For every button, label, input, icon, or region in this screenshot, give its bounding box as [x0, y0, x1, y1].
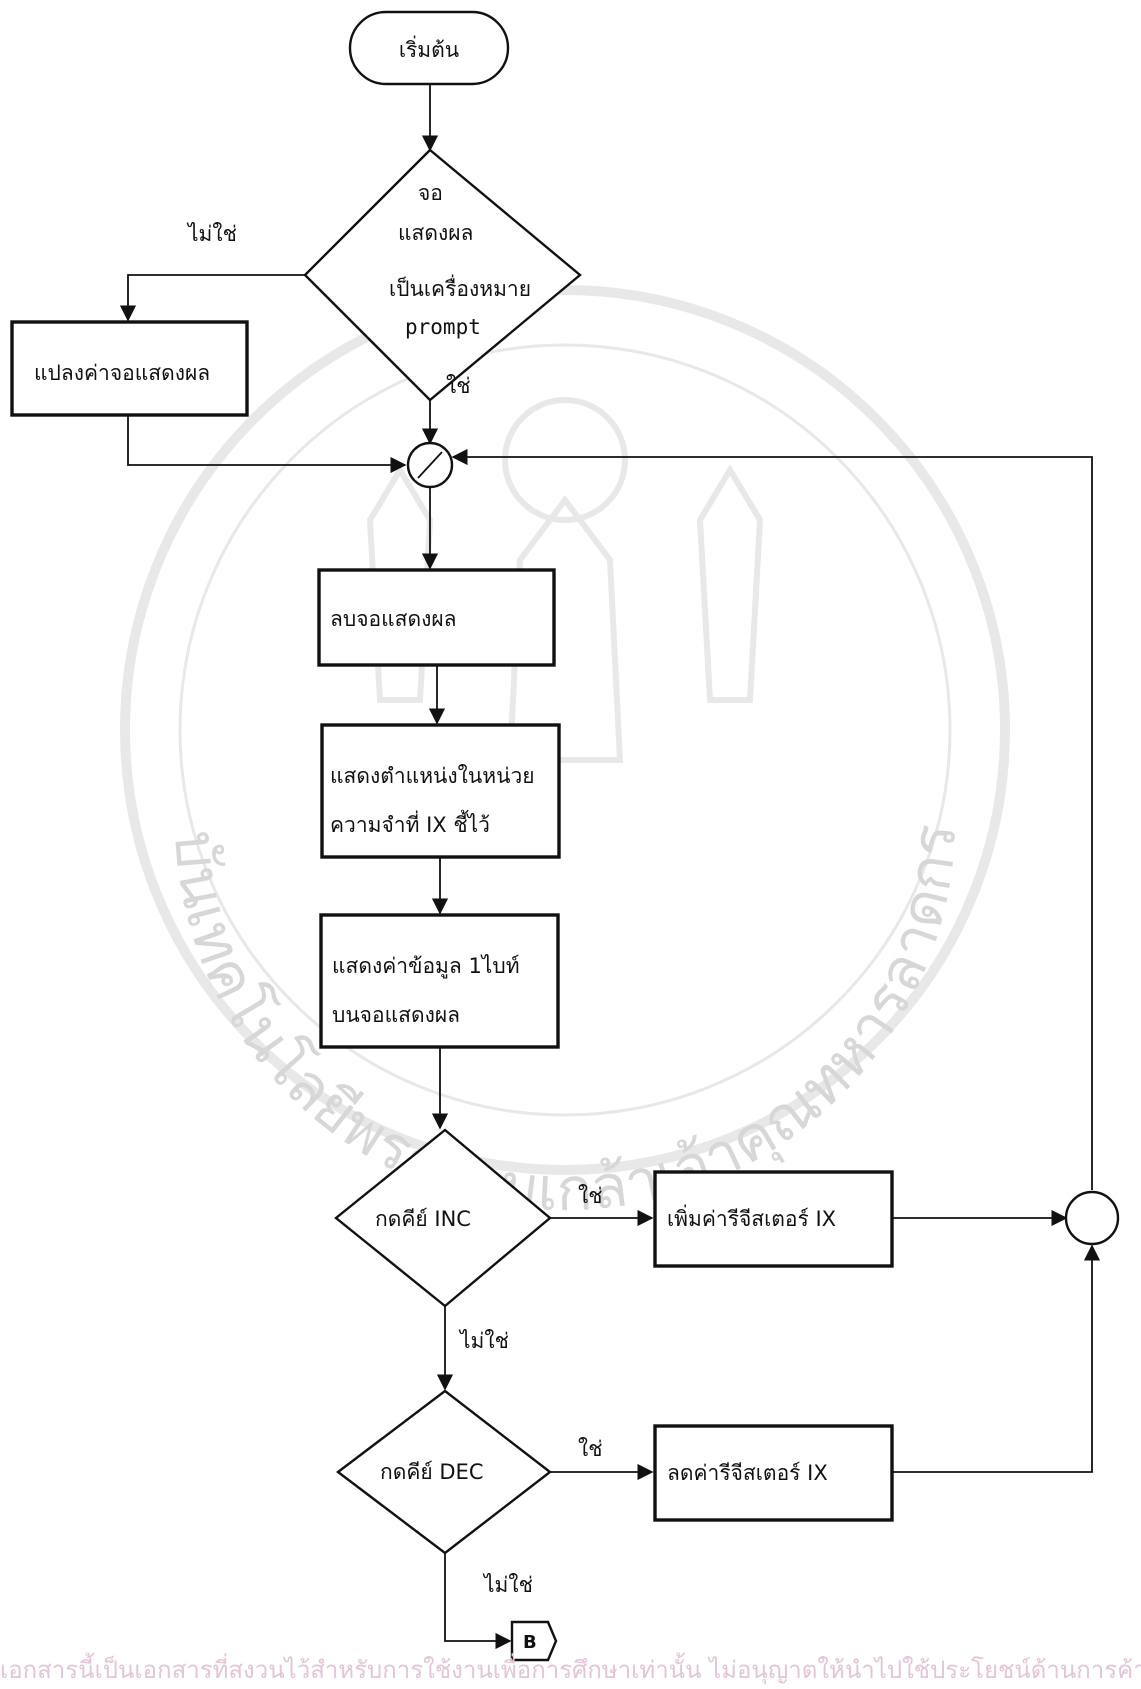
- merge-connector-right: [1064, 1190, 1120, 1246]
- footer-notice: เอกสารนี้เป็นเอกสารที่สงวนไว้สำหรับการใช…: [0, 1656, 1141, 1684]
- start-label: เริ่มต้น: [399, 35, 459, 62]
- connector-b-label: B: [523, 1632, 537, 1653]
- dec-register-box: [653, 1424, 894, 1522]
- show-data-box: [319, 913, 560, 1049]
- decision-display-line2: แสดงผล: [398, 221, 473, 245]
- show-address-box: [320, 723, 561, 859]
- yes-dec-label: ใช่: [578, 1437, 603, 1461]
- decision-display-line3: เป็นเครื่องหมาย: [389, 274, 531, 301]
- dec-register-label: ลดค่ารีจีสเตอร์ IX: [667, 1461, 828, 1485]
- yes-label-1: ใช่: [446, 374, 471, 398]
- yes-inc-label: ใช่: [578, 1184, 603, 1208]
- decision-inc-label: กดคีย์ INC: [375, 1207, 471, 1231]
- show-address-line2: ความจำที่ IX ชี้ไว้: [330, 810, 490, 837]
- clear-display-label: ลบจอแสดงผล: [330, 607, 457, 631]
- show-data-line2: บนจอแสดงผล: [332, 1003, 460, 1027]
- inc-register-label: เพิ่มค่ารีจีสเตอร์ IX: [667, 1204, 836, 1231]
- decision-dec-label: กดคีย์ DEC: [380, 1460, 483, 1484]
- decision-display-line4: prompt: [405, 315, 481, 339]
- no-dec-label: ไม่ใช่: [482, 1573, 533, 1597]
- show-address-line1: แสดงตำแหน่งในหน่วย: [330, 764, 535, 788]
- convert-display-box: [10, 320, 249, 417]
- inc-register-box: [653, 1170, 894, 1268]
- decision-display-line1: จอ: [418, 181, 443, 205]
- show-data-line1: แสดงค่าข้อมูล 1ไบท์: [332, 954, 520, 979]
- no-inc-label: ไม่ใช่: [458, 1329, 509, 1353]
- offpage-connector-b: [510, 1620, 558, 1662]
- start-terminator: [348, 10, 510, 86]
- convert-display-label: แปลงค่าจอแสดงผล: [34, 361, 210, 385]
- no-label-1: ไม่ใช่: [186, 222, 237, 246]
